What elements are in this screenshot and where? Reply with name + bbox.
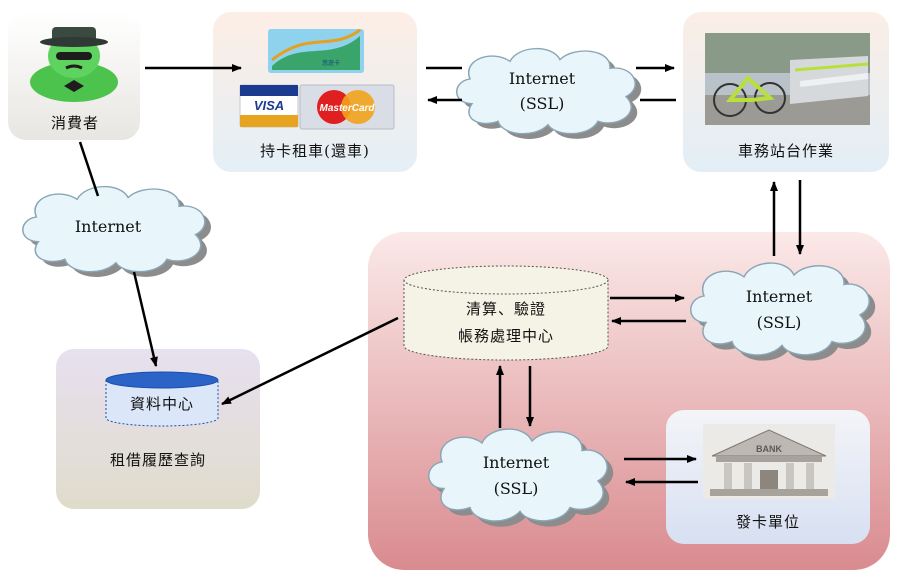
bank-building-icon: BANK [703,424,835,499]
data-center-cylinder [105,371,219,427]
arrow-clearing-to-data-center [221,316,399,406]
bicycle-station-photo [705,33,870,125]
card-issuer-label: 發卡單位 [735,513,800,531]
data-center-label: 資料中心 [129,395,194,413]
cloud-bottom [427,428,614,527]
station-label: 車務站台作業 [737,142,834,160]
mastercard-icon: MasterCard [299,84,395,130]
clearing-center-line1: 清算、驗證 [465,300,546,318]
svg-text:VISA: VISA [254,98,284,113]
clearing-center-line2: 帳務處理中心 [457,327,554,345]
cloud-top-line2: (SSL) [520,94,565,113]
cloud-bottom-line1: Internet [483,453,550,472]
cloud-left-line1: Internet [75,217,142,236]
easy-card-icon [268,28,364,73]
easy-card-text: 悠遊卡 [322,60,341,67]
svg-text:MasterCard: MasterCard [319,103,375,114]
cloud-top-line1: Internet [509,69,576,88]
line-consumer-to-cloud-left [78,141,100,197]
card-rental-label: 持卡租車(還車) [260,142,370,160]
cloud-right-line1: Internet [746,287,813,306]
cloud-right [689,262,876,361]
bank-sign: BANK [756,444,782,454]
visa-card-icon: VISA [239,84,299,128]
cloud-right-line2: (SSL) [757,313,802,332]
consumer-avatar-icon [30,27,118,102]
arrow-cloud-left-to-data-center [132,271,158,367]
clearing-center-cylinder [403,265,609,361]
consumer-label: 消費者 [50,114,99,132]
cloud-bottom-line2: (SSL) [494,479,539,498]
history-query-label: 租借履歷查詢 [109,451,206,469]
